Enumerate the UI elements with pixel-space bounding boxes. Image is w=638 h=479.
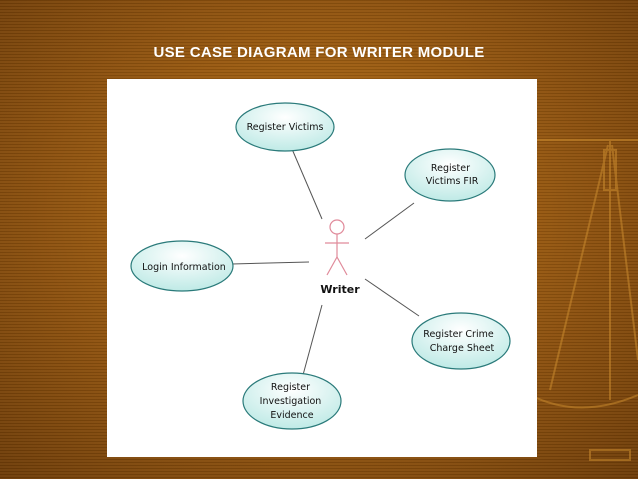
use-case-login-information[interactable]: Login Information bbox=[130, 240, 234, 292]
use-case-label: Evidence bbox=[270, 410, 313, 421]
association-line-register-investigation-evidence bbox=[302, 304, 323, 376]
use-case-register-crime-charge-sheet[interactable]: Register Crime Charge Sheet bbox=[411, 312, 511, 370]
association-line-register-victims bbox=[291, 148, 323, 220]
svg-text:Register Investigation: Register Investigation Evidence bbox=[260, 382, 325, 421]
use-case-label: Register Crime bbox=[423, 329, 494, 340]
use-case-label: Charge Sheet bbox=[430, 343, 495, 354]
diagram-panel: Writer Register Victims Register Victims… bbox=[107, 79, 537, 457]
use-case-label: Login Information bbox=[142, 262, 226, 273]
writer-actor[interactable]: Writer bbox=[320, 219, 360, 296]
slide-title: USE CASE DIAGRAM FOR WRITER MODULE bbox=[153, 44, 485, 61]
actor-label: Writer bbox=[320, 283, 360, 296]
use-case-label: Register Victims bbox=[247, 122, 324, 133]
use-case-label: Register bbox=[271, 382, 310, 393]
use-case-label: Investigation bbox=[260, 396, 322, 407]
use-case-diagram: Writer Register Victims Register Victims… bbox=[130, 102, 511, 430]
association-line-register-victims-fir bbox=[364, 202, 415, 240]
stick-figure-icon bbox=[325, 219, 349, 276]
use-case-register-investigation-evidence[interactable]: Register Investigation Evidence bbox=[242, 372, 342, 430]
use-case-register-victims[interactable]: Register Victims bbox=[235, 102, 335, 152]
svg-text:Register Victims FIR: Register Victims FIR bbox=[426, 163, 479, 187]
use-case-label: Register bbox=[431, 163, 470, 174]
use-case-register-victims-fir[interactable]: Register Victims FIR bbox=[404, 148, 496, 202]
scales-of-justice-icon bbox=[530, 139, 638, 461]
svg-text:Register Victims: Register Victims bbox=[247, 122, 324, 133]
svg-text:Login Information: Login Information bbox=[142, 262, 226, 273]
svg-text:Register Crime Charge: Register Crime Charge Sheet bbox=[423, 329, 496, 354]
association-line-register-crime-charge-sheet bbox=[364, 278, 420, 317]
association-line-login-information bbox=[231, 261, 310, 265]
use-case-label: Victims FIR bbox=[426, 176, 479, 187]
